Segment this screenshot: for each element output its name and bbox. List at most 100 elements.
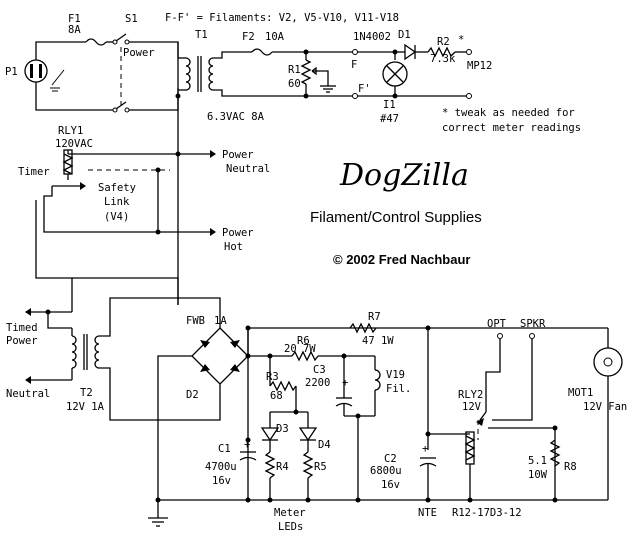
label-opt: OPT <box>487 318 507 330</box>
filaments-note: F-F' = Filaments: V2, V5-V10, V11-V18 <box>165 12 399 24</box>
copyright: © 2002 Fred Nachbaur <box>333 252 470 267</box>
arrow-power-hot <box>210 228 216 236</box>
label-r5: R5 <box>314 461 327 473</box>
tweak-note-line2: correct meter readings <box>442 122 581 134</box>
wiper-arrow <box>311 66 317 76</box>
label-p1: P1 <box>5 66 18 78</box>
label-d1: D1 <box>398 29 411 41</box>
label-r2-val: 7.3k <box>430 53 456 65</box>
label-r8-val: 5.1 <box>528 455 547 467</box>
wire <box>47 312 72 329</box>
label-r4: R4 <box>276 461 289 473</box>
label-safety-3: (V4) <box>104 211 129 223</box>
label-r2-star: * <box>458 34 464 46</box>
filament-v19 <box>374 369 381 391</box>
label-mot1: MOT1 <box>568 387 593 399</box>
transformer-t2 <box>71 328 100 380</box>
resistor-r1 <box>300 59 312 85</box>
wire <box>35 41 86 60</box>
label-c2-plus: + <box>422 443 428 455</box>
label-safety-1: Safety <box>98 182 136 194</box>
label-s1-name: Power <box>123 47 155 59</box>
label-nte-part: R12-17D3-12 <box>452 507 522 519</box>
label-d1-part: 1N4002 <box>353 31 391 43</box>
label-r2: R2 <box>437 36 450 48</box>
wire <box>99 367 221 421</box>
label-neutral: Neutral <box>6 388 50 400</box>
switch-s1 <box>112 33 130 113</box>
wire <box>72 277 179 305</box>
label-rly1: RLY1 <box>58 125 83 137</box>
label-power-hot-1: Power <box>222 227 254 239</box>
label-meter-2: LEDs <box>278 521 303 533</box>
label-c3: C3 <box>313 364 326 376</box>
label-c1-val: 4700u <box>205 461 237 473</box>
label-r8: R8 <box>564 461 577 473</box>
label-d4: D4 <box>318 439 331 451</box>
terminal-neutral <box>25 376 31 384</box>
label-power-hot-2: Hot <box>224 241 243 253</box>
resistor-r2 <box>427 46 456 58</box>
label-c1: C1 <box>218 443 231 455</box>
subtitle: Filament/Control Supplies <box>310 209 482 226</box>
relay-rly2 <box>464 431 476 465</box>
label-mp12: MP12 <box>467 60 492 72</box>
label-d2: D2 <box>186 389 199 401</box>
wire <box>35 200 73 312</box>
motor-mot1 <box>593 347 623 377</box>
logo-title: DogZilla <box>339 158 469 193</box>
terminal-f-prime <box>352 93 358 99</box>
label-r6: R6 <box>297 335 310 347</box>
label-power-neutral-2: Neutral <box>226 163 270 175</box>
label-r1-val: 60 <box>288 78 301 90</box>
label-timed-1: Timed <box>6 322 38 334</box>
label-r6-val: 20 7W <box>284 343 316 355</box>
arrow-power-neutral <box>210 150 216 158</box>
label-fwb: FWB <box>186 315 205 327</box>
label-mot1-val: 12V Fan <box>583 401 627 413</box>
resistor-r5 <box>302 451 314 479</box>
label-i1-val: #47 <box>380 113 399 125</box>
wire <box>129 88 179 111</box>
terminal-spkr <box>529 333 535 339</box>
label-v19-val: Fil. <box>386 383 411 395</box>
label-rly2: RLY2 <box>458 389 483 401</box>
label-c2-v: 16v <box>381 479 400 491</box>
resistor-r4 <box>264 451 276 479</box>
label-c2-val: 6800u <box>370 465 402 477</box>
wire-hot <box>43 186 210 233</box>
label-i1: I1 <box>383 99 396 111</box>
label-nte: NTE <box>418 507 437 519</box>
wire <box>320 70 329 86</box>
resistor-r7 <box>349 322 377 334</box>
led-d4 <box>298 427 318 442</box>
label-c3-val: 2200 <box>305 377 330 389</box>
wire <box>99 297 221 337</box>
transformer-t1 <box>178 56 214 92</box>
terminal-ground-f-prime <box>466 93 472 99</box>
terminal-opt <box>497 333 503 339</box>
label-r8-w: 10W <box>528 469 548 481</box>
terminal-f <box>352 49 358 55</box>
label-c3-plus: + <box>342 377 348 389</box>
wire <box>213 51 252 59</box>
label-rly2-val: 12V <box>462 401 482 413</box>
resistor-r6 <box>291 350 319 362</box>
label-f-prime: F' <box>358 83 371 95</box>
label-safety-2: Link <box>104 196 130 208</box>
label-t1: T1 <box>195 29 208 41</box>
led-d3 <box>260 427 280 442</box>
label-v19: V19 <box>386 369 405 381</box>
label-timed-2: Power <box>6 335 38 347</box>
label-fwb-val: 1A <box>214 315 227 327</box>
resistor-r8 <box>549 439 561 467</box>
label-rly1-val: 120VAC <box>55 138 93 150</box>
fuse-f1 <box>85 38 107 46</box>
bridge-fwb <box>191 327 249 385</box>
label-spkr: SPKR <box>520 318 546 330</box>
label-t2-val: 12V 1A <box>66 401 105 413</box>
label-c1-plus: + <box>244 439 250 451</box>
label-c2: C2 <box>384 453 397 465</box>
label-f: F <box>351 59 357 71</box>
